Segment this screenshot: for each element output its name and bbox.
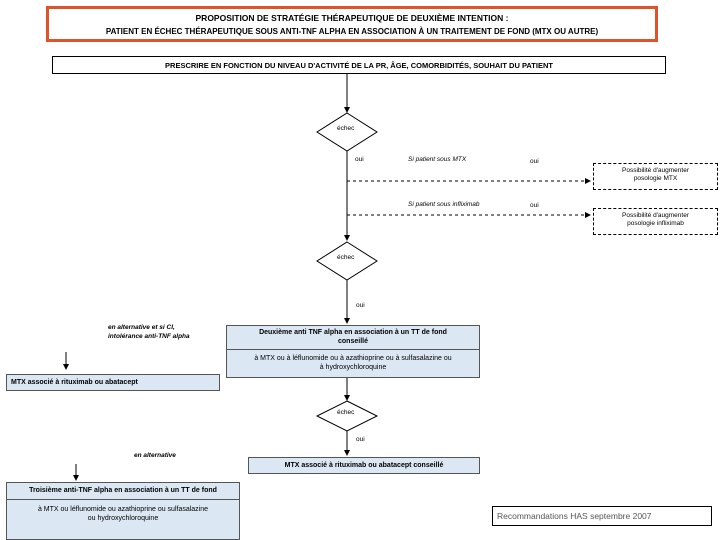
alternative-ci-label: en alternative et si CI, intolérance ant…	[108, 323, 190, 341]
decision-diamond-2	[316, 241, 378, 281]
decision-1-label: échec	[337, 125, 355, 132]
troisieme-line-1: Troisième anti-TNF alpha en association …	[29, 487, 217, 494]
deuxieme-anti-tnf-box: Deuxième anti TNF alpha en association à…	[226, 325, 480, 378]
oui-label-2: oui	[356, 302, 365, 309]
si-mtx-label: Si patient sous MTX	[408, 156, 467, 163]
title-line-1: PROPOSITION DE STRATÉGIE THÉRAPEUTIQUE D…	[195, 13, 509, 23]
footer-source: Recommandations HAS septembre 2007	[492, 506, 712, 526]
decision-diamond-1	[316, 112, 378, 152]
deuxieme-line-2: conseillé	[338, 338, 368, 345]
infliximab-posologie-box: Possibilité d'augmenter posologie inflix…	[593, 208, 718, 235]
si-infliximab-label: Si patient sous infliximab	[408, 201, 480, 208]
alternative-label: en alternative	[134, 452, 176, 459]
title-box: PROPOSITION DE STRATÉGIE THÉRAPEUTIQUE D…	[46, 6, 658, 42]
infliximab-posologie-line-2: posologie infliximab	[627, 220, 684, 227]
oui-mtx-label: oui	[530, 158, 539, 165]
troisieme-line-2: à MTX ou léflunomide ou azathioprine ou …	[7, 499, 239, 514]
prescrire-box: PRESCRIRE EN FONCTION DU NIVEAU D'ACTIVI…	[52, 56, 666, 74]
troisieme-line-3: ou hydroxychloroquine	[87, 515, 159, 522]
title-line-2: PATIENT EN ÉCHEC THÉRAPEUTIQUE SOUS ANTI…	[105, 27, 599, 36]
oui-infliximab-label: oui	[530, 202, 539, 209]
decision-3-label: échec	[337, 409, 355, 416]
alternative-ci-line-2: intolérance anti-TNF alpha	[108, 333, 190, 340]
oui-label-3: oui	[356, 436, 365, 443]
deuxieme-line-3: à MTX ou à léflunomide ou à azathioprine…	[227, 349, 479, 363]
mtx-posologie-line-2: posologie MTX	[633, 175, 678, 182]
oui-label-1: oui	[355, 156, 364, 163]
alternative-ci-line-1: en alternative et si CI,	[108, 324, 175, 331]
decision-diamond-3	[315, 400, 379, 432]
deuxieme-line-4: à hydroxychloroquine	[319, 364, 387, 371]
mtx-posologie-line-1: Possibilité d'augmenter	[622, 167, 689, 174]
mtx-rituximab-left-box: MTX associé à rituximab ou abatacept	[6, 374, 220, 391]
decision-2-label: échec	[337, 254, 355, 261]
mtx-rituximab-center-box: MTX associé à rituximab ou abatacept con…	[248, 457, 480, 474]
troisieme-anti-tnf-box: Troisième anti-TNF alpha en association …	[6, 482, 240, 540]
mtx-posologie-box: Possibilité d'augmenter posologie MTX	[593, 163, 718, 190]
infliximab-posologie-line-1: Possibilité d'augmenter	[622, 212, 689, 219]
deuxieme-line-1: Deuxième anti TNF alpha en association à…	[259, 329, 447, 336]
